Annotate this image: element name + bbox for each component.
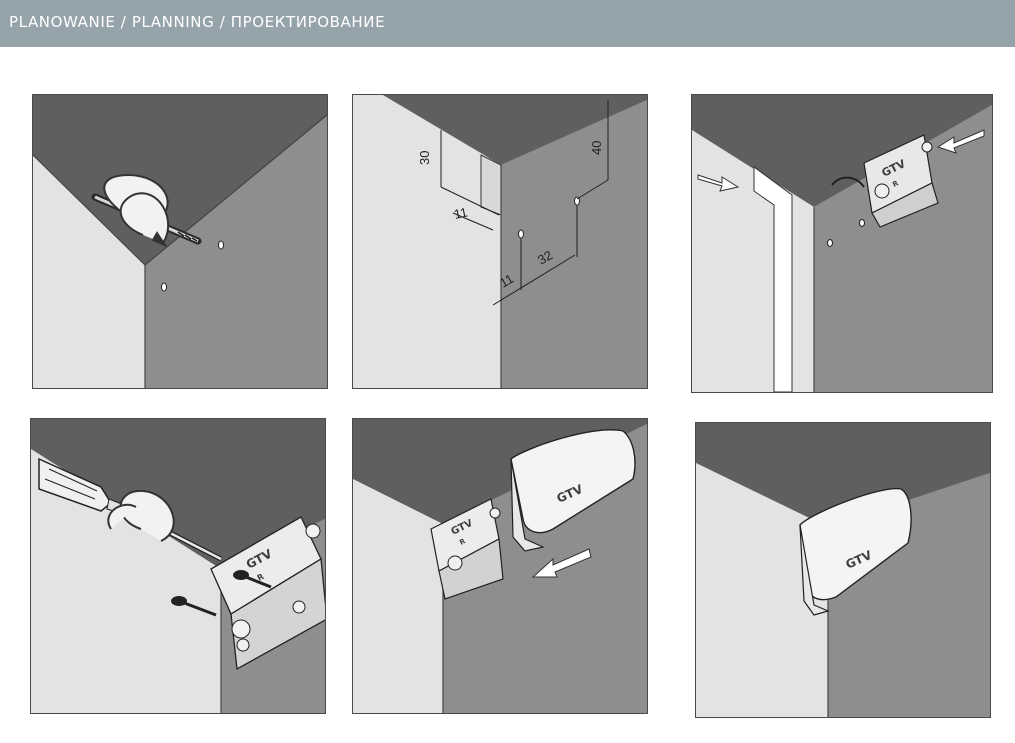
- panel-step-6-finished: GTV: [695, 422, 991, 718]
- mounting-bracket: GTV R: [831, 134, 939, 228]
- dim-top-right: 40: [589, 141, 604, 155]
- dim-bottom-right: 32: [535, 247, 555, 267]
- page-title: PLANOWANIE / PLANNING / ПРОЕКТИРОВАНИЕ: [9, 13, 386, 31]
- panel-step-1-drilling: [32, 94, 328, 389]
- panel-step-3-insert-bracket: GTV R: [691, 94, 993, 393]
- side-label: R: [458, 537, 467, 547]
- panel-step-4-screw-bracket: GTV R: [30, 418, 326, 714]
- mounting-bracket: GTV R: [210, 516, 325, 671]
- cover-cap: GTV: [510, 429, 636, 552]
- rotation-arrow-icon: [103, 173, 170, 248]
- side-label: R: [891, 179, 900, 189]
- header-bar: PLANOWANIE / PLANNING / ПРОЕКТИРОВАНИЕ: [0, 0, 1015, 47]
- panel-step-5-attach-cover: GTV R GTV: [352, 418, 648, 714]
- arrow-right-icon: [697, 174, 740, 192]
- dim-top-left: 30: [417, 151, 432, 165]
- rotation-arrow-icon: [107, 489, 175, 542]
- panel-step-2-dimensions: 30 11 40 11 32: [352, 94, 648, 389]
- arrow-left-icon: [936, 129, 985, 154]
- arrow-left-icon: [531, 548, 592, 578]
- screw-icon: [171, 570, 272, 617]
- cover-cap: GTV: [799, 487, 912, 616]
- dim-left-horizontal: 11: [453, 204, 469, 221]
- mounting-bracket: GTV R: [430, 498, 504, 600]
- dim-bottom-left: 11: [497, 271, 516, 291]
- side-label: R: [256, 572, 266, 583]
